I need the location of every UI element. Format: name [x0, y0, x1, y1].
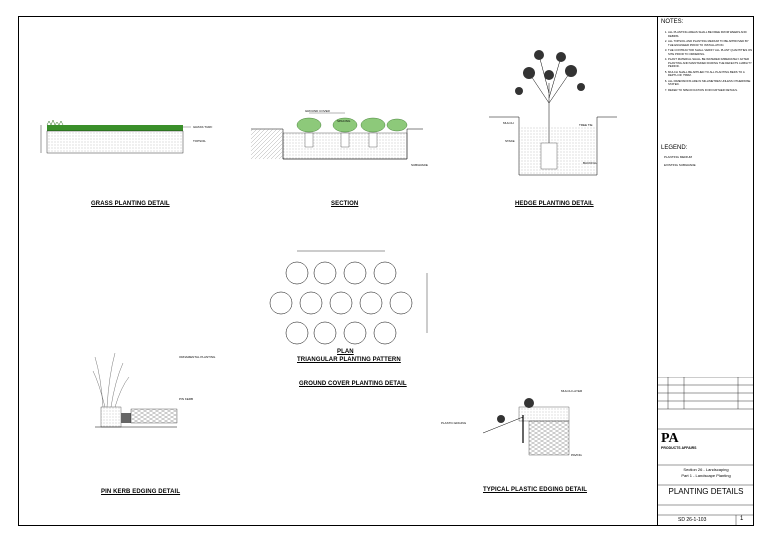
revision-number: 1: [740, 516, 744, 522]
title-block: NOTES: ALL PLANTING AREAS SHALL BE FREE …: [657, 17, 754, 525]
plastic-edging-graphic: [482, 398, 570, 456]
plastic-edging-title: TYPICAL PLASTIC EDGING DETAIL: [483, 487, 588, 493]
section-name: Section 26 - Landscaping: [683, 467, 729, 472]
planting-pattern-graphic: [269, 250, 428, 345]
pattern-title: TRIANGULAR PLANTING PATTERN: [297, 357, 401, 363]
note-item: THE CONTRACTOR SHALL VERIFY ALL PLANT QU…: [668, 48, 754, 56]
pin-kerb-title: PIN KERB EDGING DETAIL: [101, 489, 181, 495]
plastic-edge-label: PLASTIC EDGING: [441, 421, 467, 425]
ground-cover-label: GROUND COVER: [305, 109, 330, 113]
legend-item: EXISTING SUBGRADE: [664, 163, 696, 167]
paving-label: PAVING: [571, 453, 582, 457]
pin-kerb-label: PIN KERB: [179, 397, 194, 401]
note-item: ALL PLANTING AREAS SHALL BE FREE FROM WE…: [668, 30, 754, 38]
legend-item: PLANTING MEDIUM: [664, 155, 693, 159]
note-item: PLANT MATERIAL SHALL BE WATERED IMMEDIAT…: [668, 57, 754, 69]
section-graphic: [251, 112, 423, 160]
note-item: MULCH SHALL BE APPLIED TO ALL PLANTING B…: [668, 70, 754, 78]
pin-kerb-graphic: [92, 352, 178, 428]
grass-turf-label: GRASS TURF: [193, 125, 213, 129]
stake-label: STAKE: [505, 139, 515, 143]
mulch-layer-label: MULCH LAYER: [561, 389, 583, 393]
revision-table: [658, 377, 754, 525]
plan-title: PLAN: [337, 349, 354, 355]
backfill-label: BACKFILL: [583, 161, 598, 165]
note-item: REFER TO SPECIFICATION FOR FURTHER DETAI…: [668, 88, 754, 93]
ground-cover-title: GROUND COVER PLANTING DETAIL: [299, 381, 407, 387]
company-subtitle: PRODUCTS AFFAIRS: [661, 446, 697, 450]
drawing-title: PLANTING DETAILS: [668, 487, 744, 496]
notes-heading: NOTES:: [661, 19, 684, 25]
part-name: Part 1 - Landscape Planting: [681, 473, 731, 478]
topsoil-label: TOPSOIL: [193, 139, 206, 143]
notes-list: ALL PLANTING AREAS SHALL BE FREE FROM WE…: [664, 30, 754, 94]
hedge-graphic: [489, 50, 617, 176]
note-item: ALL TOPSOIL AND PLANTING MEDIUM TO BE AP…: [668, 39, 754, 47]
legend-heading: LEGEND:: [661, 145, 688, 151]
spacing-label: SPACING: [337, 119, 351, 123]
grass-detail-title: GRASS PLANTING DETAIL: [91, 201, 170, 207]
note-item: ALL DIMENSIONS ARE IN MILLIMETRES UNLESS…: [668, 79, 754, 87]
drawing-sheet: GRASS TURF TOPSOIL GRASS PLANTING DETAIL…: [18, 16, 754, 526]
sheet-number: SD 26-1-103: [678, 517, 707, 523]
tree-tie-label: TREE TIE: [579, 123, 593, 127]
hedge-detail-title: HEDGE PLANTING DETAIL: [515, 201, 594, 207]
mulch-label: MULCH: [503, 121, 514, 125]
section-subgrade-label: SUBGRADE: [411, 163, 428, 167]
drawing-area: GRASS TURF TOPSOIL GRASS PLANTING DETAIL…: [19, 17, 657, 525]
ornamental-label: ORNAMENTAL PLANTING: [179, 355, 216, 359]
grass-detail-graphic: [40, 119, 191, 154]
section-title: SECTION: [331, 201, 359, 207]
company-logo: PA: [661, 431, 679, 446]
